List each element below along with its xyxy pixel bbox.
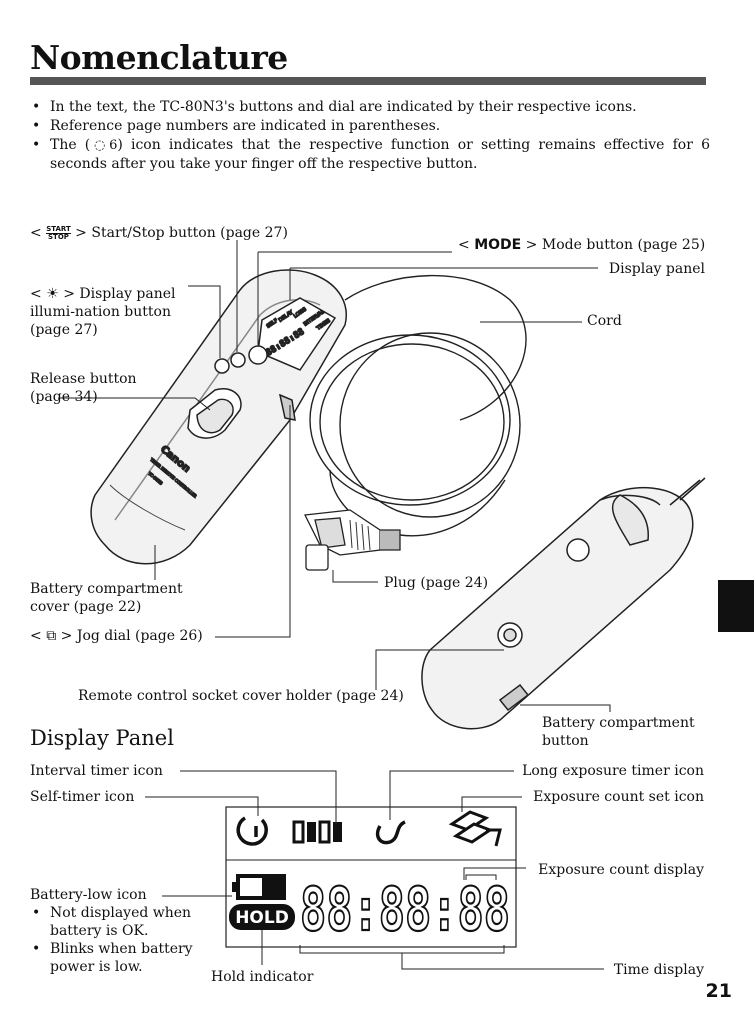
battery-compartment-button[interactable] [498, 683, 530, 712]
exposure-count-set-label: Exposure count set icon [533, 789, 704, 805]
plug-label: Plug (page 24) [384, 575, 489, 591]
remote-body: SELF DELAY LONG INTERVAL TIMES 88:88:88 … [90, 269, 347, 565]
interval-timer-icon [292, 820, 342, 844]
intro-bullets: In the text, the TC-80N3's buttons and d… [30, 98, 710, 174]
long-exposure-icon [375, 820, 406, 845]
socket-cover-holder-label: Remote control socket cover holder (page… [78, 688, 404, 704]
section-title: Display Panel [30, 726, 174, 750]
exposure-count-display-label: Exposure count display [538, 862, 704, 878]
light-icon: ☀ [46, 286, 59, 302]
illumination-label: < ☀ > Display panel illumi-nation button… [30, 286, 176, 338]
lcd-panel: HOLD 88:88:88 [225, 806, 517, 948]
hold-indicator-box [229, 904, 295, 930]
battery-low-icon [232, 874, 286, 900]
cord-label: Cord [587, 313, 622, 329]
page-number: 21 [705, 980, 732, 1002]
hold-indicator-label: Hold indicator [211, 969, 314, 985]
remote-back-view [421, 477, 706, 730]
leader-lines [58, 240, 611, 712]
bullet-item: In the text, the TC-80N3's buttons and d… [30, 98, 710, 117]
jog-dial-icon: ⧉ [46, 628, 57, 644]
display-panel-label: Display panel [608, 261, 705, 277]
bullet-text: seconds after you take your finger off t… [50, 156, 478, 172]
plug [304, 509, 401, 571]
exposure-count-icon [448, 810, 502, 847]
time-display-digits: 88:88:88 [300, 875, 510, 945]
battery-compartment-button-label: Battery compartment button [542, 715, 695, 749]
jog-dial-label: < ⧉ > Jog dial (page 26) [30, 628, 203, 644]
bullet-text: The ( [50, 137, 91, 153]
hold-indicator: HOLD [235, 908, 289, 928]
title-rule [30, 77, 706, 85]
jog-dial[interactable] [278, 393, 296, 421]
start-stop-button[interactable] [230, 352, 246, 368]
self-timer-icon [236, 816, 268, 846]
battery-cover-label: Battery compartment cover (page 22) [30, 581, 183, 615]
mode-label: < MODE > Mode button (page 25) [458, 237, 706, 253]
mode-icon: MODE [474, 237, 522, 253]
bullet-item: Reference page numbers are indicated in … [30, 117, 710, 136]
interval-timer-label: Interval timer icon [30, 763, 163, 779]
bullet-text: ) icon indicates that the respective fun… [117, 137, 711, 153]
time-display-label: Time display [613, 962, 704, 978]
mode-button[interactable] [248, 345, 268, 365]
bullet-item: The (◌6) icon indicates that the respect… [30, 136, 710, 174]
page-title: Nomenclature [30, 38, 288, 77]
self-timer-label: Self-timer icon [30, 789, 135, 805]
illumination-button[interactable] [214, 358, 230, 374]
timer-6-icon: ◌6 [90, 138, 118, 153]
release-button-label: Release button (page 34) [30, 371, 137, 405]
long-exposure-label: Long exposure timer icon [522, 763, 704, 779]
chapter-tab [718, 580, 754, 632]
